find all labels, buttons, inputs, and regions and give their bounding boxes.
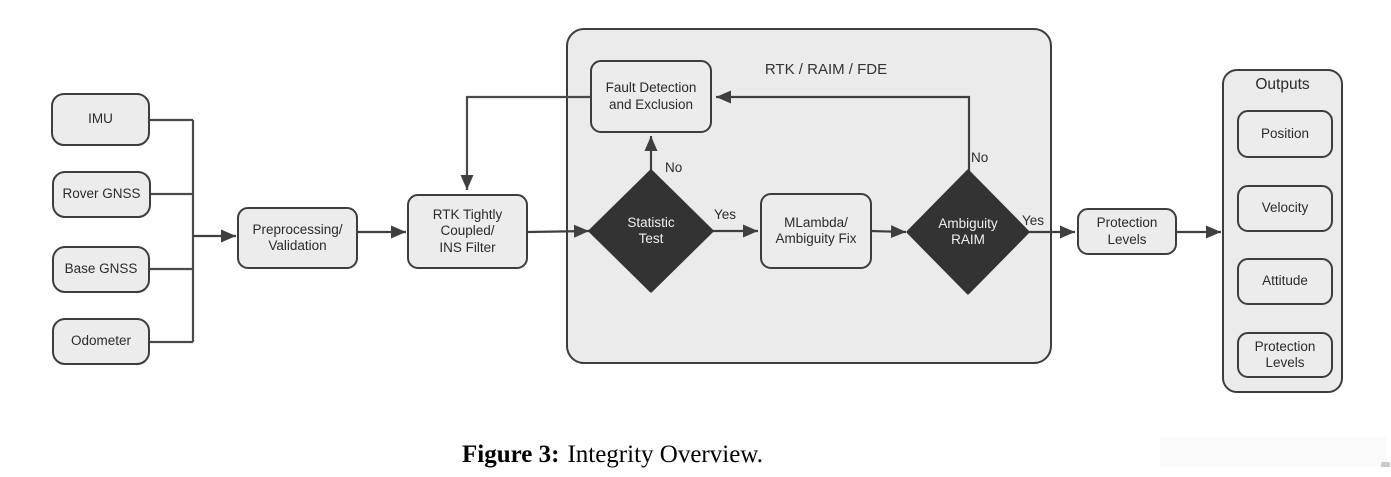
bottom-right-corner-mark	[1381, 462, 1390, 467]
imu-box: IMU	[51, 93, 150, 146]
feedback-fde-to-rtk-filter	[460, 95, 590, 190]
base-gnss-box: Base GNSS	[52, 246, 150, 293]
fault-detection-exclusion-box: Fault Detection and Exclusion	[590, 60, 712, 133]
arrow-rtk-filter-to-statistic-test	[527, 224, 590, 238]
source-bus-lines	[150, 118, 195, 344]
arrow-mlambda-to-ambiguity-raim	[870, 225, 907, 239]
output-attitude-box: Attitude	[1237, 258, 1333, 305]
statistic-test-yes-label: Yes	[714, 207, 737, 222]
odometer-box: Odometer	[52, 318, 150, 365]
mlambda-ambiguity-fix-box: MLambda/ Ambiguity Fix	[760, 193, 872, 269]
output-protection-levels-box: Protection Levels	[1237, 332, 1333, 378]
output-velocity-box: Velocity	[1237, 185, 1333, 232]
figure-caption-text: Integrity Overview.	[567, 441, 763, 468]
figure-caption-label: Figure 3:	[462, 441, 560, 468]
figure-caption: Figure 3: Integrity Overview.	[462, 441, 763, 469]
statistic-test-no-label: No	[665, 160, 683, 175]
ambiguity-raim-label: Ambiguity RAIM	[938, 216, 998, 247]
output-position-box: Position	[1237, 110, 1333, 158]
statistic-test-label: Statistic Test	[627, 215, 675, 246]
preprocessing-validation-box: Preprocessing/ Validation	[237, 207, 358, 269]
ambiguity-raim-diamond	[906, 169, 1030, 295]
rtk-tightly-coupled-ins-filter-box: RTK Tightly Coupled/ INS Filter	[407, 194, 528, 269]
bottom-right-faint-panel	[1160, 437, 1386, 467]
feedback-ambiguity-no-to-fde	[716, 90, 971, 171]
statistic-test-diamond	[588, 169, 714, 293]
ambiguity-raim-yes-label: Yes	[1022, 213, 1045, 228]
rover-gnss-box: Rover GNSS	[52, 171, 151, 218]
ambiguity-raim-no-label: No	[971, 150, 989, 165]
outputs-title: Outputs	[1255, 76, 1310, 93]
rtk-raim-fde-title: RTK / RAIM / FDE	[764, 61, 888, 78]
protection-levels-box: Protection Levels	[1077, 208, 1177, 255]
